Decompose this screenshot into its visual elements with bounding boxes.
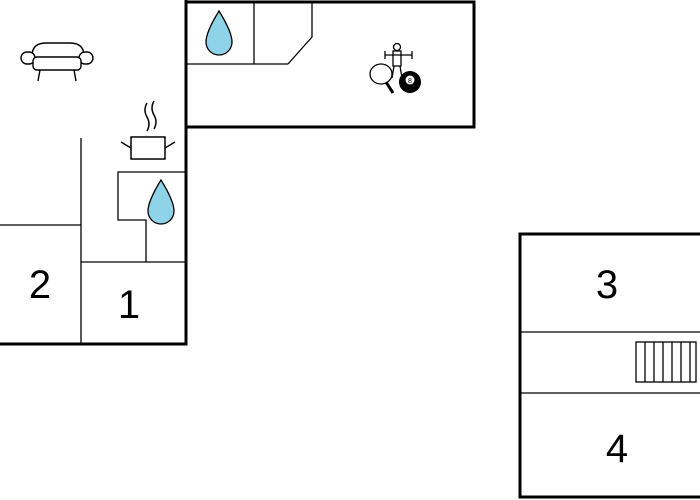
left-building-walls <box>0 0 476 346</box>
water-drop-icon <box>147 178 175 225</box>
room-3-label: 3 <box>596 263 618 307</box>
room-4-label: 4 <box>606 427 628 471</box>
staircase-icon <box>635 341 697 383</box>
cooking-pot-icon <box>120 100 176 160</box>
room-1-label: 1 <box>118 283 140 327</box>
water-drop-icon <box>205 9 233 56</box>
billiard-ball-number: 8 <box>408 78 412 85</box>
billiard-ball-icon: 8 <box>399 71 421 93</box>
room-2-label: 2 <box>29 263 51 307</box>
sofa-icon <box>20 42 94 82</box>
table-tennis-icon <box>369 63 395 94</box>
table-football-icon <box>384 42 413 79</box>
right-building-walls <box>518 232 700 499</box>
